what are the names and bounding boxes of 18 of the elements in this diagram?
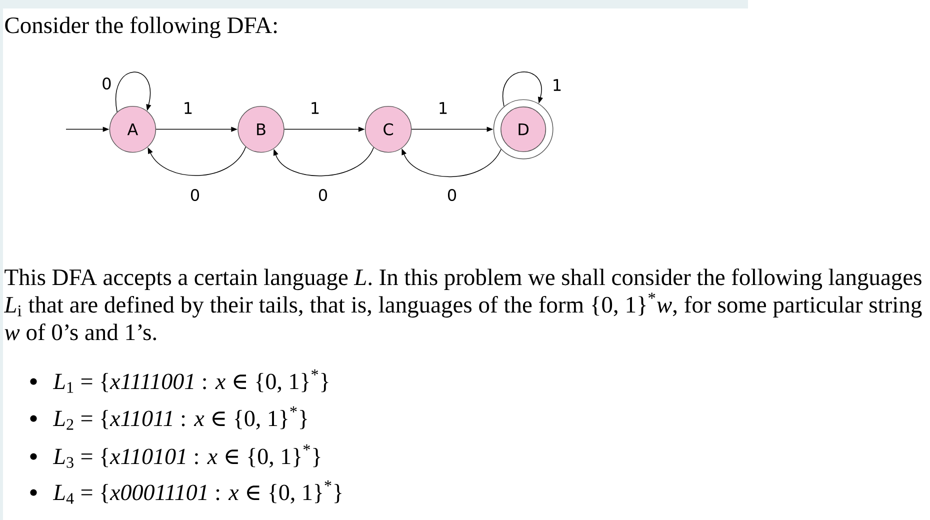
list-item: L$_{2}$ = {x11011 : x ∈ {0, 1}$^{*}$} (52, 406, 307, 430)
arrow (502, 72, 543, 107)
paragraph: This DFA accepts a certain language L. In this problem we shall consider the following languages L$_{i}$ that are defined by their tails, that is, languages of the form {0, 1}$^{*}$w, for some particular string w of 0’s and 1’s. (4, 268, 922, 340)
edge-label: 1 (440, 102, 447, 114)
list-item: L$_{1}$ = {x1111001 : x ∈ {0, 1}$^{*}$} (52, 369, 328, 393)
edge-label: 0 (448, 188, 456, 202)
edge-label: 1 (554, 79, 561, 91)
edge-label: 1 (312, 102, 319, 114)
arrow (115, 72, 152, 112)
list-item: L$_{3}$ = {x110101 : x ∈ {0, 1}$^{*}$} (52, 444, 320, 468)
edge-label: 0 (318, 188, 328, 202)
list-item: L$_{4}$ = {x00011101 : x ∈ {0, 1}$^{*}$} (52, 480, 342, 504)
edge-label: 1 (184, 102, 192, 114)
arrow (148, 146, 246, 176)
heading: Consider the following DFA: (5, 16, 277, 38)
edge-label: 0 (190, 188, 200, 202)
arrow (273, 147, 374, 176)
edge-label: 0 (102, 77, 111, 90)
